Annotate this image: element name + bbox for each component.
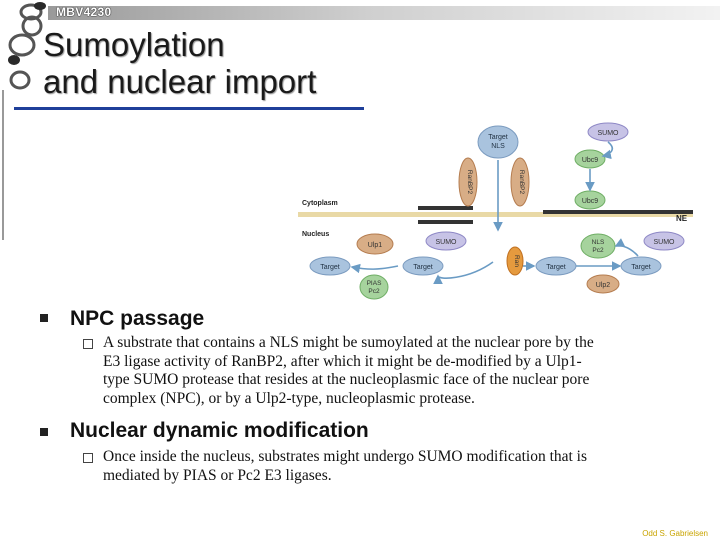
decorative-rings: [2, 2, 46, 240]
sumo-node-top: [587, 122, 629, 142]
nls-pc2-text-1: NLS: [592, 239, 605, 246]
sub-bullet-text-1: A substrate that contains a NLS might be…: [103, 334, 703, 408]
npc-lower: [418, 220, 473, 224]
ne-label: NE: [676, 214, 688, 223]
ubc9-text-1: Ubc9: [582, 157, 598, 164]
cytoplasm-label: Cytoplasm: [302, 200, 338, 207]
nls-pc2-text-2: Pc2: [592, 247, 604, 254]
ranbp2-node-2: [510, 157, 530, 207]
ran-text: Ran: [513, 255, 520, 267]
sub-bullet-1-line-1: A substrate that contains a NLS might be…: [103, 334, 594, 351]
sumo-node-mid: [425, 231, 467, 251]
nucleus-label: Nucleus: [302, 231, 329, 238]
footer-credit: Odd S. Gabrielsen: [642, 529, 708, 538]
sumo-text-top: SUMO: [598, 130, 620, 137]
target-nls-node: [477, 125, 519, 159]
target-node-2: [402, 256, 444, 276]
target-text-1: Target: [320, 264, 340, 271]
sub-bullet-marker-1: [83, 339, 93, 349]
sub-bullet-2-line-2: mediated by PIAS or Pc2 E3 ligases.: [103, 466, 332, 484]
sub-bullet-text-2: Once inside the nucleus, substrates migh…: [103, 448, 703, 485]
flow-arrows: [350, 141, 639, 285]
sub-bullet-1-line-4: complex (NPC), or by a Ulp2-type, nucleo…: [103, 389, 475, 407]
pias-node: [359, 274, 389, 300]
ne-bar: [543, 210, 693, 214]
ranbp2-text-2: RanBP2: [518, 170, 525, 195]
ulp2-text: Ulp2: [596, 282, 611, 289]
pias-text-2: Pc2: [368, 288, 380, 295]
target-text-4: Target: [631, 264, 651, 271]
title-line-2: and nuclear import: [43, 63, 317, 100]
target-text-2: Target: [413, 264, 433, 271]
sumo-node-right: [643, 231, 685, 251]
course-code-label: MBV4230: [56, 5, 112, 19]
sub-bullet-marker-2: [83, 453, 93, 463]
target-nls-text-1: Target: [488, 134, 508, 141]
ran-node: [506, 246, 524, 276]
bullet-heading-1: NPC passage: [70, 307, 205, 330]
sumo-text-mid: SUMO: [436, 239, 458, 246]
sumo-text-right: SUMO: [654, 239, 676, 246]
ranbp2-node-1: [458, 157, 478, 207]
sub-bullet-1-line-3: type SUMO protease that resides at the n…: [103, 371, 590, 388]
title-line-1: Sumoylation: [43, 26, 225, 63]
ranbp2-text-1: RanBP2: [466, 170, 473, 195]
nuclear-envelope: [298, 212, 693, 217]
nls-pc2-node: [580, 233, 616, 259]
sub-bullet-1-line-2: E3 ligase activity of RanBP2, after whic…: [103, 352, 582, 370]
ubc9-text-2: Ubc9: [582, 198, 598, 205]
sub-bullet-2-line-1: Once inside the nucleus, substrates migh…: [103, 448, 588, 465]
ulp1-node: [356, 233, 394, 255]
ulp1-text: Ulp1: [368, 242, 383, 249]
bullet-marker-2: [40, 428, 48, 436]
slide-title: Sumoylation and nuclear import: [43, 26, 316, 100]
bullet-marker-1: [40, 314, 48, 322]
target-text-3: Target: [546, 264, 566, 271]
target-node-1: [309, 256, 351, 276]
sumoylation-diagram: Cytoplasm Nucleus NE Target NLS SUMO Ubc…: [298, 122, 693, 300]
title-underline: [14, 107, 364, 110]
target-nls-text-2: NLS: [491, 143, 505, 150]
bullet-heading-2: Nuclear dynamic modification: [70, 419, 369, 442]
header-bar: [48, 6, 720, 20]
pias-text-1: PIAS: [367, 280, 382, 287]
ulp2-node: [586, 274, 620, 294]
npc-upper: [418, 206, 473, 210]
